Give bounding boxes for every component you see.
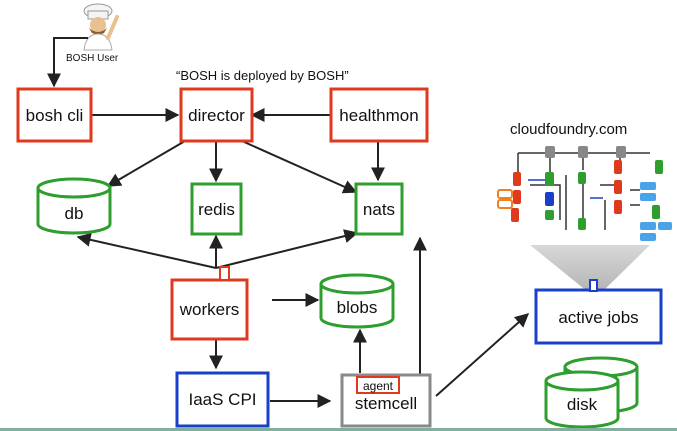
cloudfoundry-architecture-thumbnail	[497, 146, 672, 241]
cloudfoundry-label: cloudfoundry.com	[510, 121, 627, 138]
nats-label: nats	[363, 200, 395, 219]
blobs-node	[319, 273, 395, 329]
stemcell-to-active-jobs-arrow	[435, 313, 530, 397]
active-jobs-node	[534, 288, 663, 345]
iaas-cpi-label: IaaS CPI	[188, 390, 256, 409]
disk-label: disk	[567, 395, 598, 414]
redis-node	[190, 182, 243, 236]
active-jobs-label: active jobs	[558, 308, 638, 327]
iaas-cpi-node	[175, 371, 270, 428]
director-label: director	[188, 106, 245, 125]
db-label: db	[65, 204, 84, 223]
director-to-db-arrow	[106, 140, 186, 187]
bottom-strip	[0, 428, 677, 431]
agent-label: agent	[363, 379, 394, 393]
healthmon-node	[329, 87, 429, 143]
active-jobs-port	[589, 279, 598, 292]
blobs-label: blobs	[337, 298, 378, 317]
redis-label: redis	[198, 200, 235, 219]
healthmon-label: healthmon	[339, 106, 418, 125]
nats-node	[354, 182, 404, 236]
workers-label: workers	[179, 300, 240, 319]
workers-port	[219, 266, 230, 281]
diagram-caption: “BOSH is deployed by BOSH”	[176, 68, 349, 83]
disk-node	[544, 356, 639, 429]
workers-to-db-arrow	[76, 232, 217, 269]
connectors	[47, 37, 530, 408]
chef-icon	[83, 3, 119, 51]
director-to-nats-arrow	[241, 140, 358, 194]
zoom-fan	[530, 245, 650, 292]
workers-to-nats-arrow	[215, 229, 359, 269]
bosh-cli-node	[16, 87, 93, 143]
director-node	[179, 87, 254, 143]
bosh-user-label: BOSH User	[66, 53, 119, 64]
db-node	[36, 177, 112, 235]
bosh-cli-label: bosh cli	[26, 106, 84, 125]
stemcell-label: stemcell	[355, 394, 417, 413]
agent-node	[356, 376, 400, 394]
user-to-cli-arrow	[47, 37, 88, 88]
workers-node	[170, 278, 249, 341]
